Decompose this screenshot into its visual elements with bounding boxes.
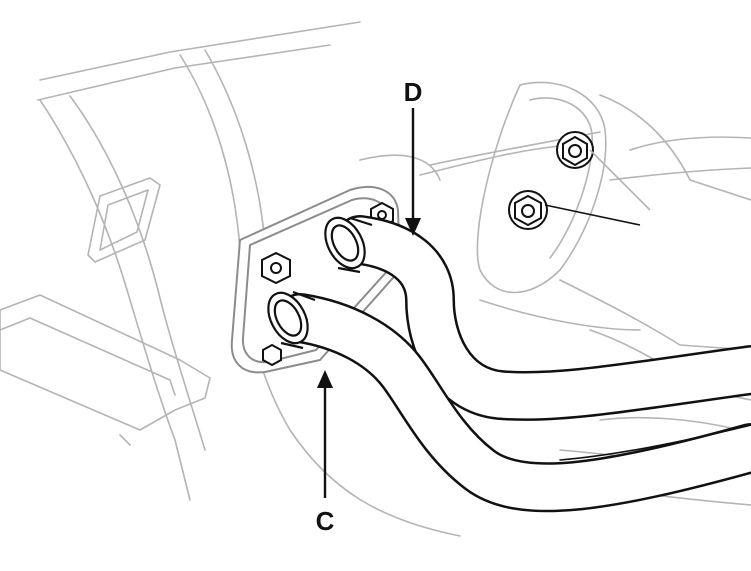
nut-icon [262,343,282,367]
nut-icon [261,251,291,285]
bolt-icon [508,190,548,230]
callout-label-c: C [316,506,335,536]
callout-d: D [404,77,423,236]
fitting-c [267,290,316,350]
callout-label-d: D [404,77,423,107]
arrow-up-icon [317,370,333,388]
bolt-icon [556,131,594,169]
callout-c: C [316,370,335,536]
hose-assembly [275,215,751,513]
fitting-d [324,216,373,274]
arrow-down-icon [405,218,421,236]
hose-fittings [267,216,373,350]
upper-right-bolts [508,131,651,230]
